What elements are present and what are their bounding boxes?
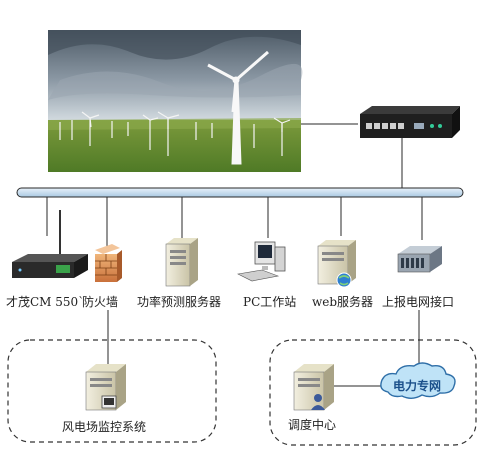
router-device-icon bbox=[360, 106, 460, 138]
firewall-icon bbox=[95, 244, 122, 282]
web-server-icon bbox=[317, 240, 356, 288]
report-interface-label: 上报电网接口 bbox=[382, 295, 455, 309]
dispatch-center-label: 调度中心 bbox=[288, 418, 337, 432]
cloud-icon bbox=[380, 362, 456, 399]
power-forecast-server-label: 功率预测服务器 bbox=[137, 295, 222, 309]
wind-farm-photo bbox=[48, 30, 303, 172]
network-bus bbox=[16, 187, 464, 198]
gateway-label: 才茂CM 550` bbox=[6, 295, 85, 309]
pc-workstation-label: PC工作站 bbox=[243, 295, 297, 309]
pc-workstation-icon bbox=[237, 241, 286, 282]
web-server-label: web服务器 bbox=[312, 295, 374, 309]
monitoring-system-label: 风电场监控系统 bbox=[62, 420, 147, 434]
monitoring-server-icon bbox=[85, 364, 126, 411]
power-private-network-label: 电力专网 bbox=[393, 379, 442, 393]
modem-gateway-icon bbox=[12, 210, 88, 278]
server-icon bbox=[165, 238, 198, 287]
firewall-label: 防火墙 bbox=[82, 295, 119, 309]
network-interface-icon bbox=[397, 246, 442, 273]
dispatch-zone bbox=[269, 339, 477, 446]
dispatch-server-icon bbox=[293, 364, 334, 411]
monitoring-zone bbox=[7, 339, 217, 443]
